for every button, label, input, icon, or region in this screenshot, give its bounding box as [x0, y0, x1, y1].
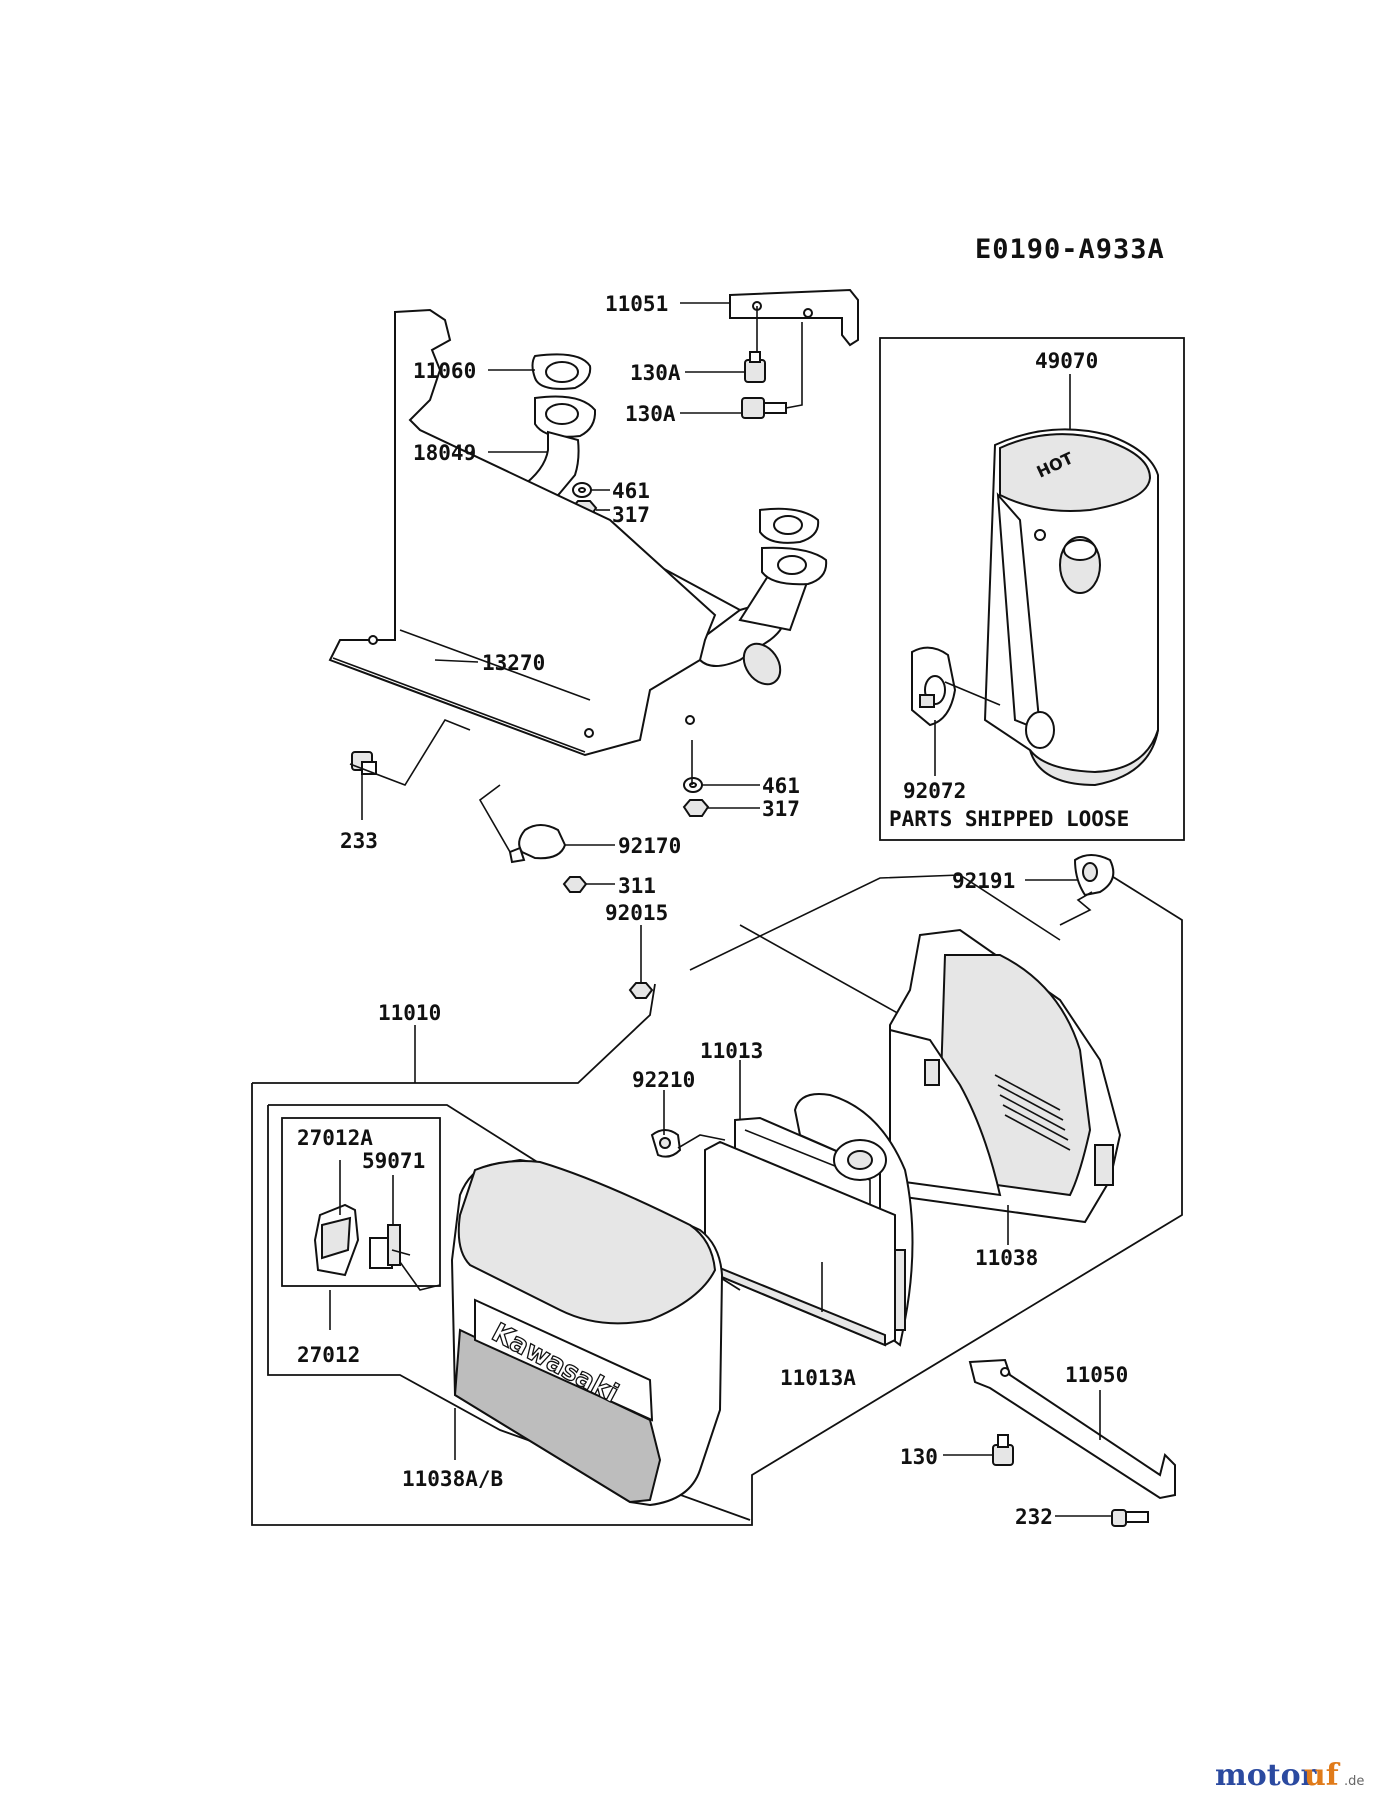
label-232: 232 — [1015, 1505, 1053, 1529]
nut-317-lower — [682, 799, 710, 817]
label-130: 130 — [900, 1445, 938, 1469]
label-92015: 92015 — [605, 901, 668, 925]
label-311: 311 — [618, 874, 656, 898]
air-cleaner-base-11038 — [889, 928, 1122, 1224]
bolt-130 — [992, 1434, 1014, 1466]
clip-92191 — [1073, 854, 1115, 897]
watermark-suffix: .de — [1344, 1774, 1364, 1789]
label-11013: 11013 — [700, 1039, 763, 1063]
label-49070: 49070 — [1035, 349, 1098, 373]
label-27012a: 27012A — [297, 1126, 373, 1150]
nut-92015 — [628, 982, 654, 999]
label-18049: 18049 — [413, 441, 476, 465]
label-59071: 59071 — [362, 1149, 425, 1173]
label-233: 233 — [340, 829, 378, 853]
label-130a-lower: 130A — [625, 402, 676, 426]
label-317-lower: 317 — [762, 797, 800, 821]
heat-shield-13270 — [328, 308, 717, 757]
clip-92210 — [650, 1129, 682, 1158]
label-92210: 92210 — [632, 1068, 695, 1092]
leader-lines — [329, 302, 1112, 1517]
washer-461-lower — [683, 777, 703, 793]
label-130a-upper: 130A — [630, 361, 681, 385]
label-92072: 92072 — [903, 779, 966, 803]
parts-shipped-loose-note: PARTS SHIPPED LOOSE — [889, 807, 1129, 831]
label-11060: 11060 — [413, 359, 476, 383]
bracket-11050 — [968, 1358, 1176, 1500]
latch-27012 — [313, 1203, 411, 1277]
label-11038ab: 11038A/B — [402, 1467, 503, 1491]
air-cleaner-group-outline-top — [252, 983, 656, 1084]
label-461-upper: 461 — [612, 479, 650, 503]
diagram-code: E0190-A933A — [975, 234, 1165, 265]
label-317-upper: 317 — [612, 503, 650, 527]
label-11050: 11050 — [1065, 1363, 1128, 1387]
clamp-92170 — [508, 824, 567, 864]
label-27012: 27012 — [297, 1343, 360, 1367]
screw-232 — [1111, 1509, 1149, 1527]
label-92191: 92191 — [952, 869, 1015, 893]
label-92170: 92170 — [618, 834, 681, 858]
label-11038: 11038 — [975, 1246, 1038, 1270]
label-13270: 13270 — [482, 651, 545, 675]
bolt-130a-lower — [741, 397, 787, 419]
latch-box — [281, 1117, 441, 1287]
bolt-130a-upper — [744, 351, 766, 383]
clamp-92072 — [911, 646, 957, 727]
air-cleaner-group-outline — [251, 874, 1183, 1526]
label-11013a: 11013A — [780, 1366, 856, 1390]
bracket-11051 — [729, 288, 859, 347]
watermark-brand-b: uf — [1304, 1758, 1341, 1793]
label-11051: 11051 — [605, 292, 668, 316]
gasket-11060 — [531, 353, 592, 390]
bolt-233 — [351, 751, 377, 775]
watermark-brand-a: motor — [1215, 1758, 1318, 1793]
nut-311 — [562, 876, 588, 893]
muffler-49070: HOT — [983, 428, 1159, 787]
base-grille — [994, 1074, 1071, 1151]
loose-parts-box — [879, 337, 1185, 841]
air-cleaner-cover-11038ab: Kawasaki — [450, 1158, 724, 1507]
label-461-lower: 461 — [762, 774, 800, 798]
watermark-logo: motor uf .de — [1215, 1758, 1364, 1793]
label-11010: 11010 — [378, 1001, 441, 1025]
washer-461-upper — [572, 482, 592, 498]
